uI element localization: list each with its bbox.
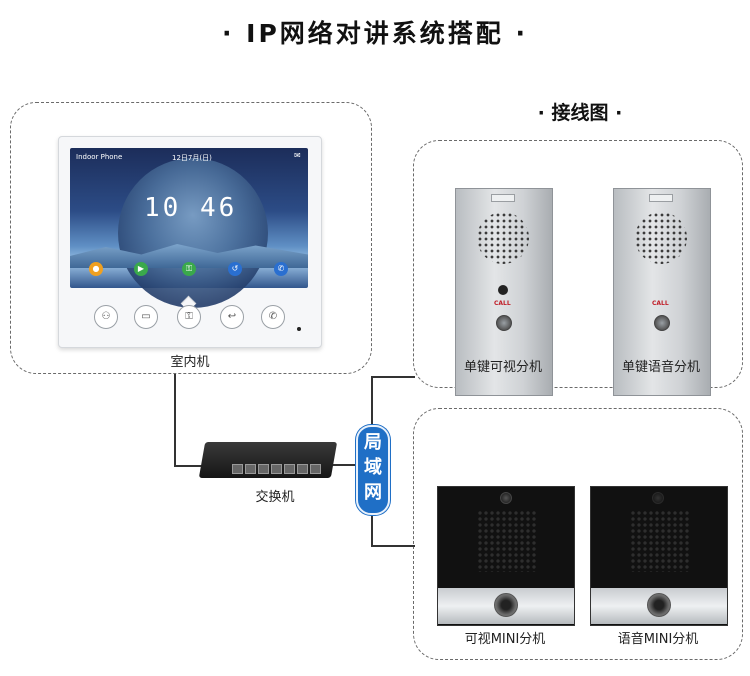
wire-bottom-branch bbox=[371, 545, 415, 547]
answer-button[interactable]: ✆ bbox=[261, 305, 285, 329]
screen-planet bbox=[118, 158, 268, 308]
return-button[interactable]: ↩ bbox=[220, 305, 244, 329]
call-label: CALL bbox=[652, 300, 669, 307]
switch-port bbox=[245, 464, 256, 474]
audio-mini-caption: 语音MINI分机 bbox=[598, 628, 718, 647]
wire-monitor-switch bbox=[174, 374, 176, 466]
mini-camera bbox=[500, 492, 512, 504]
wire-lan-down bbox=[371, 511, 373, 546]
switch-port bbox=[258, 464, 269, 474]
back-icon[interactable]: ↺ bbox=[228, 262, 242, 276]
switch-port bbox=[271, 464, 282, 474]
intercom-button[interactable]: ⚇ bbox=[94, 305, 118, 329]
contacts-icon[interactable]: ● bbox=[89, 262, 103, 276]
wiring-diagram-title: · 接线图 · bbox=[480, 98, 680, 125]
video-panel-caption: 单键可视分机 bbox=[453, 356, 553, 375]
call-button[interactable] bbox=[654, 315, 670, 331]
switch-caption: 交换机 bbox=[235, 486, 315, 505]
monitor-button[interactable]: ▭ bbox=[134, 305, 158, 329]
mini-call-button[interactable] bbox=[494, 593, 518, 617]
lan-label: 局域网 bbox=[356, 430, 390, 505]
switch-port bbox=[297, 464, 308, 474]
screen-clock: 10 46 bbox=[144, 193, 237, 223]
message-icon: ✉ bbox=[294, 151, 301, 160]
screen-app-name: Indoor Phone bbox=[76, 153, 122, 161]
speaker-grille bbox=[635, 212, 687, 264]
switch-port bbox=[284, 464, 295, 474]
call-icon[interactable]: ✆ bbox=[274, 262, 288, 276]
mini-speaker-grille bbox=[477, 510, 537, 572]
screen-date: 12日7月(日) bbox=[172, 153, 212, 163]
unlock-icon[interactable]: ⚿ bbox=[182, 262, 196, 276]
speaker-grille bbox=[477, 212, 529, 264]
wire-lan-up bbox=[371, 376, 373, 428]
call-button[interactable] bbox=[496, 315, 512, 331]
camera-lens bbox=[498, 285, 508, 295]
unlock-button[interactable]: ⚿ bbox=[177, 305, 201, 329]
wire-top-branch bbox=[371, 376, 415, 378]
camera-icon[interactable]: ▶ bbox=[134, 262, 148, 276]
power-led bbox=[297, 327, 301, 331]
mini-call-button[interactable] bbox=[647, 593, 671, 617]
page-title: · IP网络对讲系统搭配 · bbox=[0, 14, 750, 50]
switch-port bbox=[310, 464, 321, 474]
audio-panel-caption: 单键语音分机 bbox=[611, 356, 711, 375]
call-label: CALL bbox=[494, 300, 511, 307]
wire-switch-left bbox=[174, 465, 204, 467]
mini-sensor bbox=[652, 492, 664, 504]
mini-speaker-grille bbox=[630, 510, 690, 572]
video-mini-caption: 可视MINI分机 bbox=[445, 628, 565, 647]
switch-port bbox=[232, 464, 243, 474]
indoor-unit-caption: 室内机 bbox=[150, 351, 230, 370]
panel-slot bbox=[649, 194, 673, 202]
panel-camera-slot bbox=[491, 194, 515, 202]
